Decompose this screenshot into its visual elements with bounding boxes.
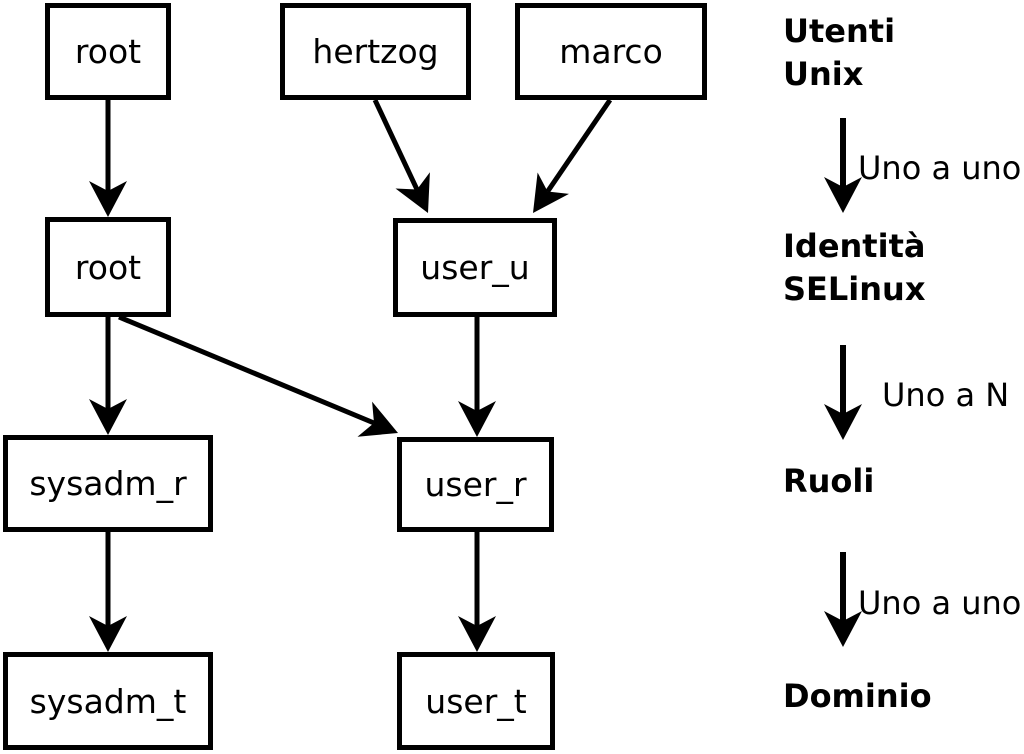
legend-arrow-uno-a-uno-1 (824, 118, 862, 213)
node-sysadm-t: sysadm_t (3, 652, 213, 750)
edge-hertzog-to-user-u (372, 98, 430, 213)
node-marco: marco (515, 3, 707, 100)
node-user-r: user_r (397, 437, 554, 532)
node-unix-root: root (45, 3, 171, 100)
legend-relation-uno-a-n: Uno a N (882, 376, 1010, 414)
edge-selinux-root-to-user-r (118, 314, 398, 437)
legend-level-dominio: Dominio (783, 677, 932, 715)
edge-unix-root-to-selinux-root (89, 100, 127, 217)
legend-relation-uno-a-uno-2: Uno a uno (858, 584, 1022, 622)
edge-user-u-to-user-r (458, 317, 496, 437)
node-sysadm-r: sysadm_r (3, 435, 213, 532)
legend-level-ruoli: Ruoli (783, 462, 875, 500)
edge-user-r-to-user-t (458, 532, 496, 652)
node-hertzog: hertzog (280, 3, 471, 100)
edge-marco-to-user-u (533, 98, 613, 213)
legend-level-identita-selinux: Identità SELinux (783, 227, 926, 308)
node-selinux-root: root (45, 217, 171, 317)
legend-level-utenti-unix: Utenti Unix (783, 12, 896, 93)
edge-selinux-root-to-sysadm-r (89, 317, 127, 435)
legend-relation-uno-a-uno-1: Uno a uno (858, 149, 1022, 187)
edge-sysadm-r-to-sysadm-t (89, 532, 127, 652)
node-user-u: user_u (393, 218, 557, 317)
node-user-t: user_t (397, 652, 555, 750)
legend-arrow-uno-a-uno-2 (824, 552, 862, 647)
legend-arrow-uno-a-n (824, 345, 862, 440)
